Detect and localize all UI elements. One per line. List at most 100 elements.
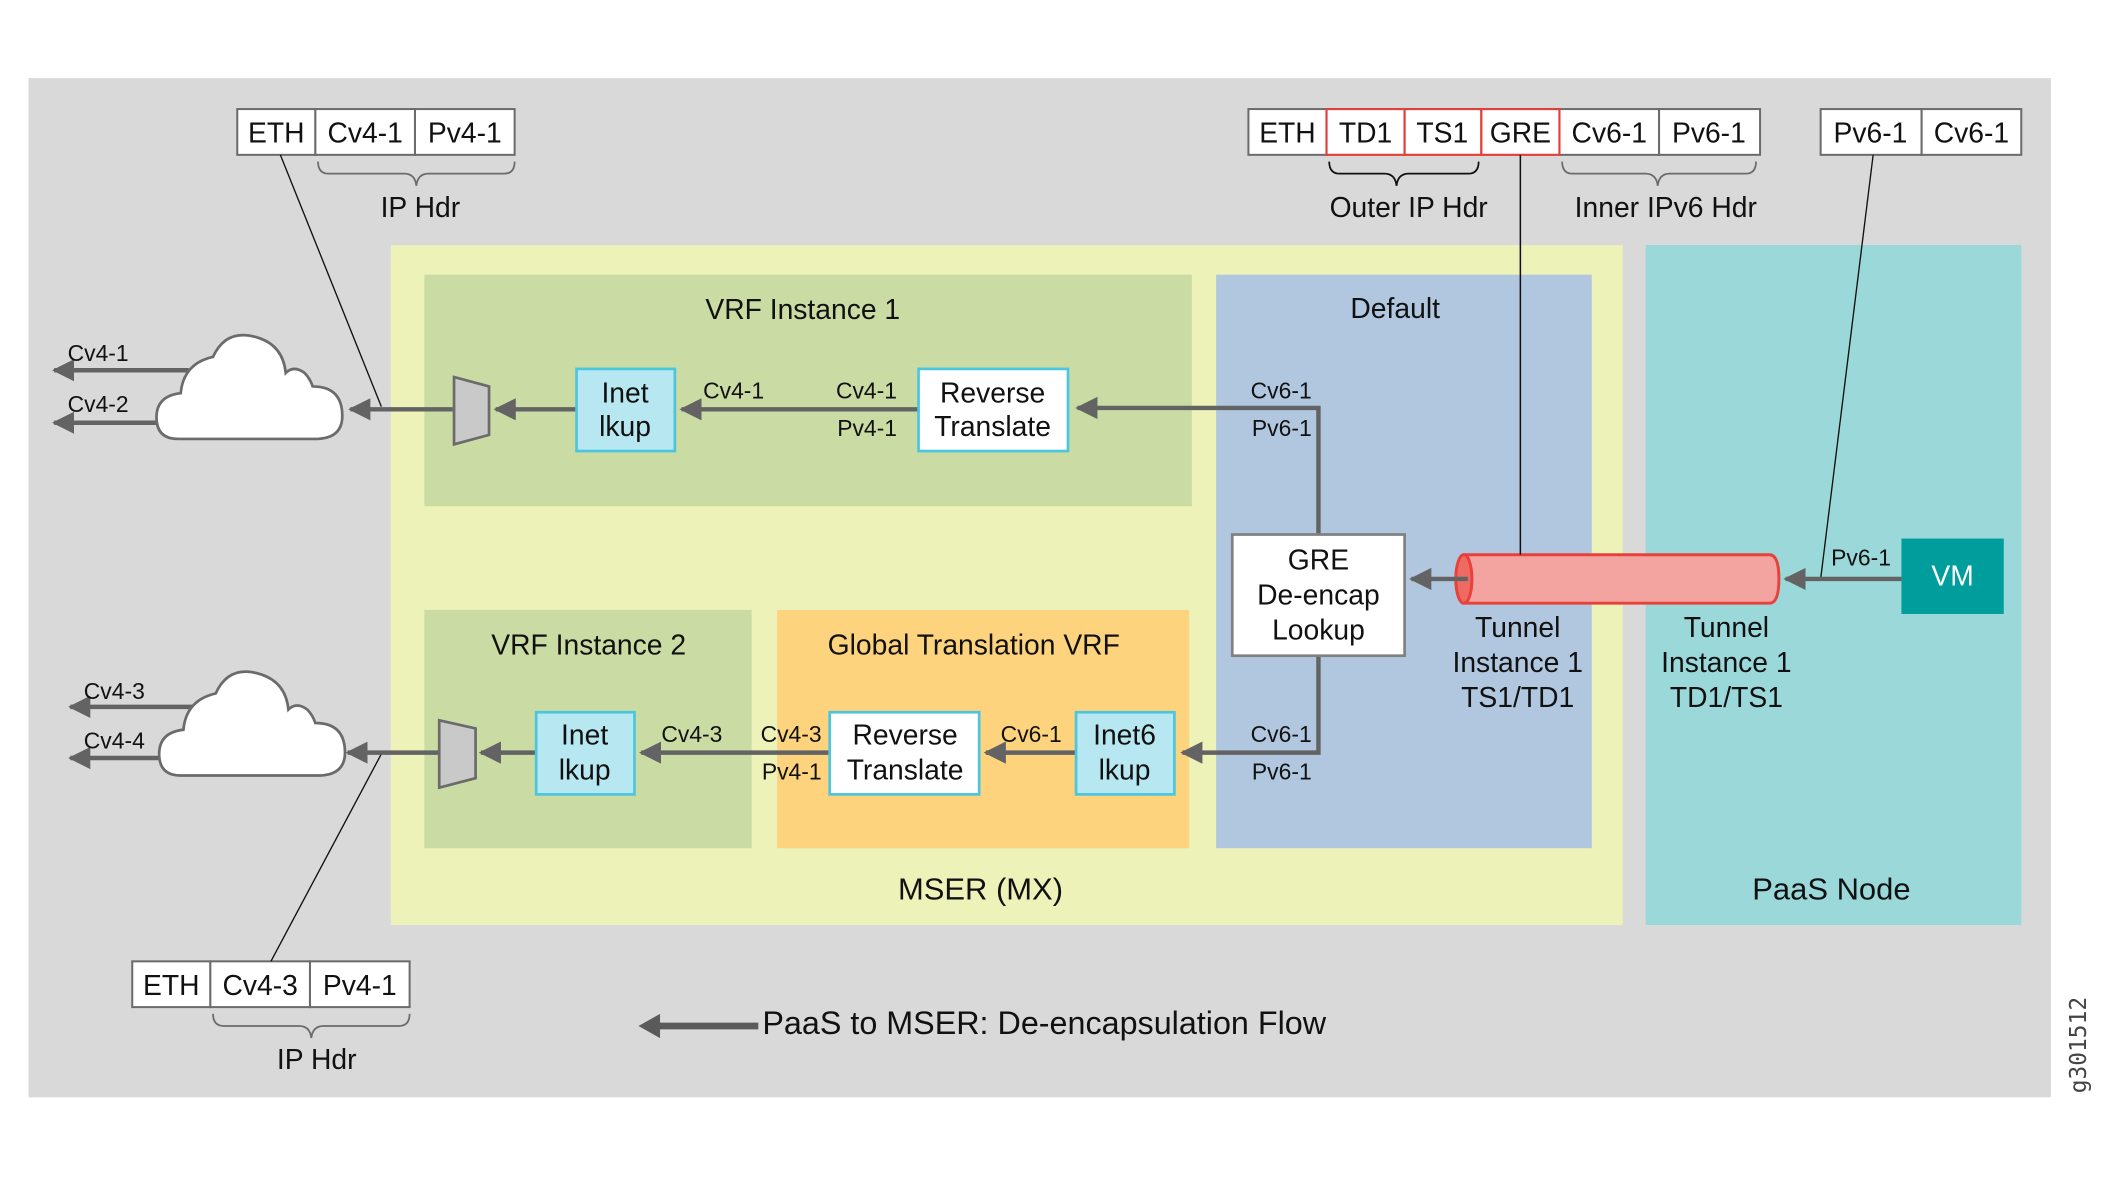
gre-tunnel xyxy=(1454,553,1781,605)
packet-top-right: Pv6-1 Cv6-1 xyxy=(1819,108,2023,156)
reverse-translate-label: Translate xyxy=(934,410,1051,442)
flow-label: Cv6-1 xyxy=(1001,721,1062,747)
cloud-bottom: Cv4-3 Cv4-4 xyxy=(68,670,347,777)
tunnel-label: Instance 1 xyxy=(1452,646,1582,678)
packet-cell-label: Cv4-1 xyxy=(327,117,402,149)
packet-cell-label: Pv6-1 xyxy=(1834,117,1908,149)
mux-icon xyxy=(437,718,477,790)
packet-cell xyxy=(1558,108,1661,156)
packet-cell-label: Cv4-3 xyxy=(222,969,297,1001)
lookup-label: Inet xyxy=(601,377,648,409)
reverse-translate-label: Reverse xyxy=(852,719,957,751)
packet-cell-label: Pv4-1 xyxy=(428,117,502,149)
output-label: Cv4-1 xyxy=(68,340,129,366)
vrf-instance-2-title: VRF Instance 2 xyxy=(491,628,686,660)
output-label: Cv4-4 xyxy=(84,728,145,754)
figure-id: g301512 xyxy=(2066,997,2092,1093)
packet-cell-label: TD1 xyxy=(1339,117,1392,149)
legend: PaaS to MSER: De-encapsulation Flow xyxy=(638,1005,1327,1041)
ip-header-label: IP Hdr xyxy=(381,191,461,223)
flow-label: Pv4-1 xyxy=(837,415,897,441)
paas-node-label: PaaS Node xyxy=(1752,871,1910,906)
packet-cell-label: ETH xyxy=(248,117,305,149)
cloud-icon xyxy=(157,670,347,777)
packet-cell xyxy=(1658,108,1762,156)
vrf2-inet-lookup xyxy=(534,710,636,796)
output-label: Cv4-2 xyxy=(68,391,129,417)
paas-tunnel-label: Tunnel xyxy=(1684,611,1769,643)
flow-label: Cv4-1 xyxy=(703,378,764,404)
gre-label: De-encap xyxy=(1257,579,1380,611)
packet-cell-label: ETH xyxy=(1259,117,1316,149)
ip-header-label: IP Hdr xyxy=(277,1043,357,1075)
packet-cell-label: Cv6-1 xyxy=(1934,117,2009,149)
lookup-label: lkup xyxy=(599,410,651,442)
packet-top-center: ETH TD1 TS1 GRE Cv6-1 Pv6-1 Outer IP Hdr… xyxy=(1247,107,1762,223)
flow-arrow xyxy=(1075,396,1321,535)
packet-cell xyxy=(1247,108,1328,156)
tunnel-label: Tunnel xyxy=(1475,611,1560,643)
leader-line xyxy=(279,154,382,407)
brace-inner xyxy=(1561,161,1757,186)
vm-output-label: Pv6-1 xyxy=(1831,544,1891,570)
reverse-translate-label: Translate xyxy=(847,754,964,786)
brace-outer xyxy=(1328,161,1480,186)
vrf1-inet-lookup xyxy=(575,367,677,453)
packet-cell-label: Pv4-1 xyxy=(323,969,397,1001)
cloud-icon xyxy=(155,333,344,441)
tunnel-label: TS1/TD1 xyxy=(1461,681,1574,713)
paas-tunnel-label: TD1/TS1 xyxy=(1670,681,1783,713)
packet-cell xyxy=(308,960,411,1009)
flow-label: Cv4-3 xyxy=(761,721,822,747)
packet-cell-outer xyxy=(1325,107,1406,156)
packet-cell-label: TS1 xyxy=(1416,117,1468,149)
tunnel-body xyxy=(1462,553,1781,605)
legend-arrowhead xyxy=(638,1013,661,1039)
flow-label: Pv6-1 xyxy=(1252,759,1312,785)
gre-label: GRE xyxy=(1288,544,1349,576)
cloud-top: Cv4-1 Cv4-2 xyxy=(51,333,344,441)
lookup-label: Inet xyxy=(561,719,608,751)
paas-tunnel-label: Instance 1 xyxy=(1661,646,1791,678)
gre-deencap-lookup xyxy=(1230,533,1406,658)
flow-label: Cv6-1 xyxy=(1251,721,1312,747)
packet-cell xyxy=(1920,108,2023,156)
flow-label: Cv4-3 xyxy=(661,721,722,747)
global-reverse-translate xyxy=(828,710,981,796)
flow-label: Pv4-1 xyxy=(762,759,822,785)
outer-ip-header-label: Outer IP Hdr xyxy=(1330,191,1488,223)
gre-label: Lookup xyxy=(1272,614,1365,646)
inet6-lookup xyxy=(1074,710,1176,796)
vm-label: VM xyxy=(1931,560,1973,592)
leader-line xyxy=(1819,154,1874,580)
brace xyxy=(317,161,516,186)
flow-arrow xyxy=(1180,655,1321,764)
flow-label: Pv6-1 xyxy=(1252,415,1312,441)
lookup-label: Inet6 xyxy=(1093,719,1156,751)
output-label: Cv4-3 xyxy=(84,678,145,704)
packet-cell xyxy=(131,960,212,1009)
flow-label: Cv6-1 xyxy=(1251,378,1312,404)
mser-label: MSER (MX) xyxy=(898,871,1063,906)
mux-icon xyxy=(452,375,491,447)
vm-box xyxy=(1901,538,2004,614)
lookup-label: lkup xyxy=(1099,754,1151,786)
packet-cell-label: GRE xyxy=(1490,117,1551,149)
lookup-label: lkup xyxy=(559,754,611,786)
legend-label: PaaS to MSER: De-encapsulation Flow xyxy=(762,1005,1326,1041)
leader-line xyxy=(270,753,382,962)
packet-cell-gre xyxy=(1480,107,1561,156)
vrf1-reverse-translate xyxy=(917,367,1070,453)
global-translation-vrf-title: Global Translation VRF xyxy=(828,628,1120,660)
packet-cell-label: Pv6-1 xyxy=(1672,117,1746,149)
packet-top-left: ETH Cv4-1 Pv4-1 IP Hdr xyxy=(236,108,516,223)
default-instance-title: Default xyxy=(1350,292,1440,324)
packet-bottom-left: ETH Cv4-3 Pv4-1 IP Hdr xyxy=(131,960,411,1075)
packet-cell xyxy=(413,108,516,156)
inner-ipv6-header-label: Inner IPv6 Hdr xyxy=(1575,191,1757,223)
brace xyxy=(212,1013,411,1039)
flow-label: Cv4-1 xyxy=(836,378,897,404)
reverse-translate-label: Reverse xyxy=(940,377,1045,409)
vrf-instance-1-title: VRF Instance 1 xyxy=(705,293,900,325)
